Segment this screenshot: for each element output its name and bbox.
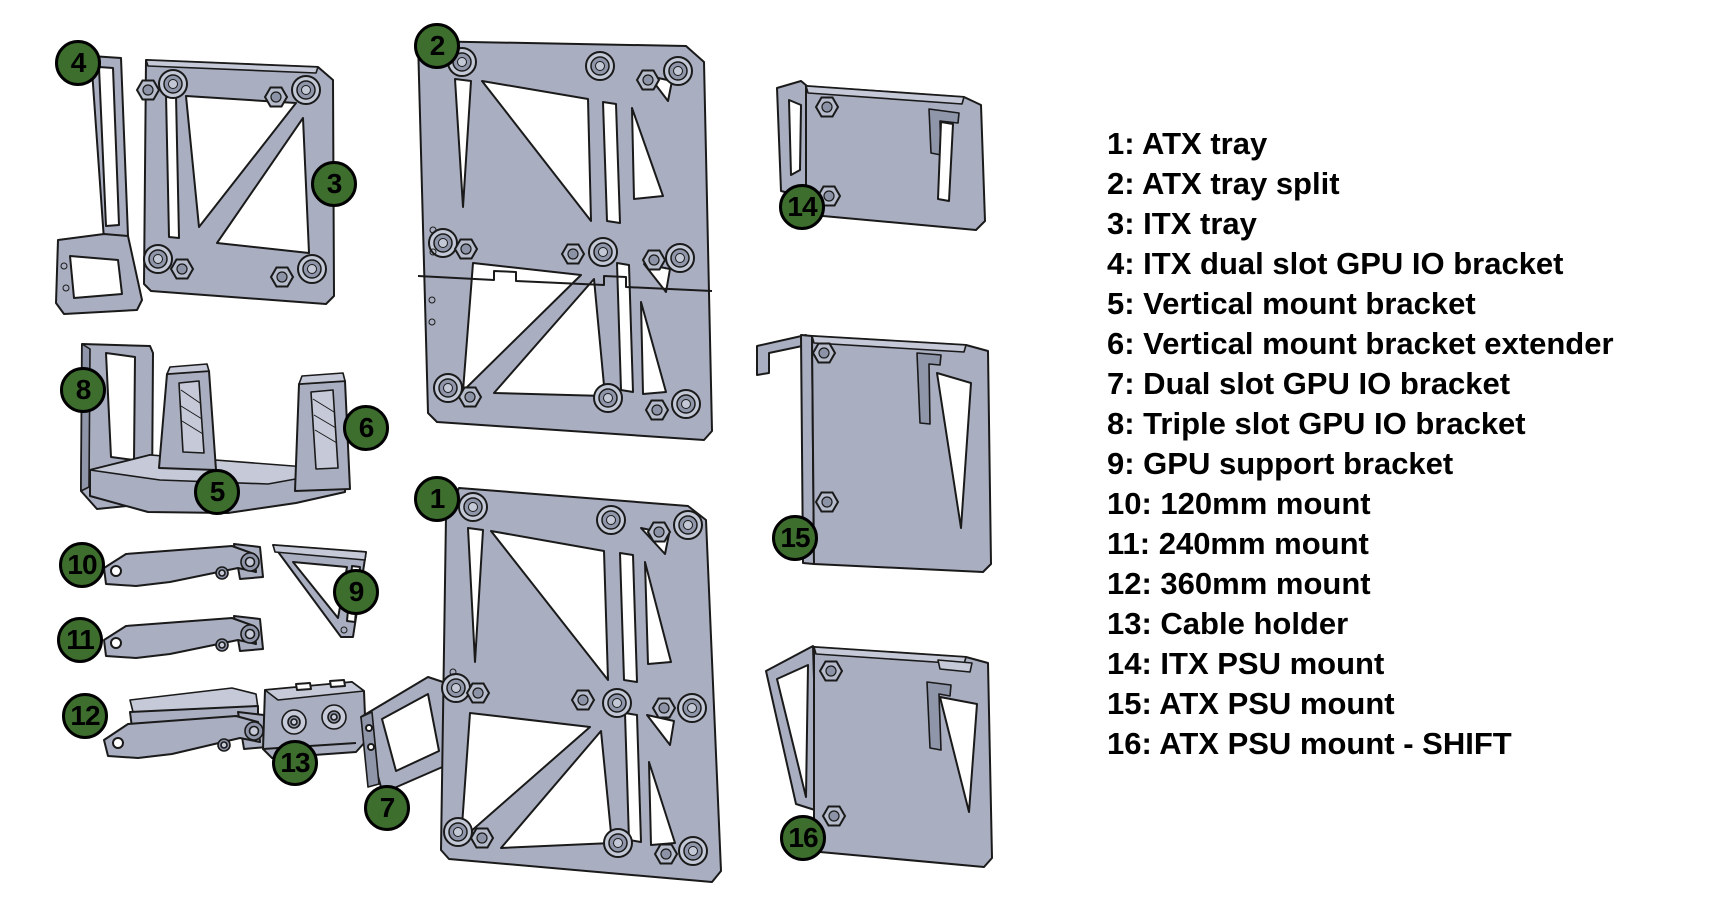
legend-item-10: 10: 120mm mount bbox=[1107, 486, 1371, 521]
part-badge-16: 16 bbox=[780, 815, 826, 861]
legend-item-13: 13: Cable holder bbox=[1107, 606, 1349, 641]
legend-item-2: 2: ATX tray split bbox=[1107, 166, 1340, 201]
part-badge-14: 14 bbox=[779, 184, 825, 230]
legend-item-8: 8: Triple slot GPU IO bracket bbox=[1107, 406, 1526, 441]
part-2-atx-tray-split-drawing bbox=[417, 40, 713, 441]
part-badge-3: 3 bbox=[311, 161, 357, 207]
part-7-dual-slot-gpu-io-bracket-drawing bbox=[360, 676, 454, 790]
part-14-itx-psu-mount-drawing bbox=[776, 80, 986, 231]
legend-item-6: 6: Vertical mount bracket extender bbox=[1107, 326, 1614, 361]
part-badge-6: 6 bbox=[343, 405, 389, 451]
parts-legend: 1: ATX tray 2: ATX tray split 3: ITX tra… bbox=[1107, 124, 1614, 764]
part-badge-9: 9 bbox=[333, 569, 379, 615]
legend-item-3: 3: ITX tray bbox=[1107, 206, 1257, 241]
legend-item-12: 12: 360mm mount bbox=[1107, 566, 1371, 601]
part-6-vertical-mount-bracket-extender-drawing bbox=[294, 372, 351, 492]
part-badge-7: 7 bbox=[364, 785, 410, 831]
legend-item-1: 1: ATX tray bbox=[1107, 126, 1268, 161]
part-badge-11: 11 bbox=[57, 617, 103, 663]
part-badge-5: 5 bbox=[194, 469, 240, 515]
part-badge-15: 15 bbox=[772, 515, 818, 561]
part-3-itx-tray-drawing bbox=[136, 59, 335, 305]
part-15-atx-psu-mount-drawing bbox=[756, 334, 992, 573]
part-1-atx-tray-drawing bbox=[440, 487, 722, 883]
part-10-120mm-mount-drawing bbox=[103, 543, 264, 587]
part-13-cable-holder-drawing bbox=[262, 679, 367, 759]
legend-item-9: 9: GPU support bracket bbox=[1107, 446, 1454, 481]
part-12-360mm-mount-drawing bbox=[103, 687, 268, 759]
legend-item-4: 4: ITX dual slot GPU IO bracket bbox=[1107, 246, 1564, 281]
legend-item-5: 5: Vertical mount bracket bbox=[1107, 286, 1476, 321]
legend-item-14: 14: ITX PSU mount bbox=[1107, 646, 1385, 681]
part-4-itx-dual-slot-gpu-io-bracket-drawing bbox=[55, 55, 143, 315]
part-16-atx-psu-mount-shift-drawing bbox=[765, 645, 993, 868]
part-badge-10: 10 bbox=[59, 542, 105, 588]
part-badge-13: 13 bbox=[272, 740, 318, 786]
part-badge-4: 4 bbox=[55, 40, 101, 86]
legend-item-15: 15: ATX PSU mount bbox=[1107, 686, 1395, 721]
legend-item-16: 16: ATX PSU mount - SHIFT bbox=[1107, 726, 1512, 761]
part-badge-12: 12 bbox=[62, 693, 108, 739]
legend-item-11: 11: 240mm mount bbox=[1107, 526, 1369, 561]
legend-item-7: 7: Dual slot GPU IO bracket bbox=[1107, 366, 1511, 401]
part-badge-1: 1 bbox=[414, 476, 460, 522]
part-badge-8: 8 bbox=[60, 367, 106, 413]
part-badge-2: 2 bbox=[414, 23, 460, 69]
part-11-240mm-mount-drawing bbox=[103, 615, 264, 659]
